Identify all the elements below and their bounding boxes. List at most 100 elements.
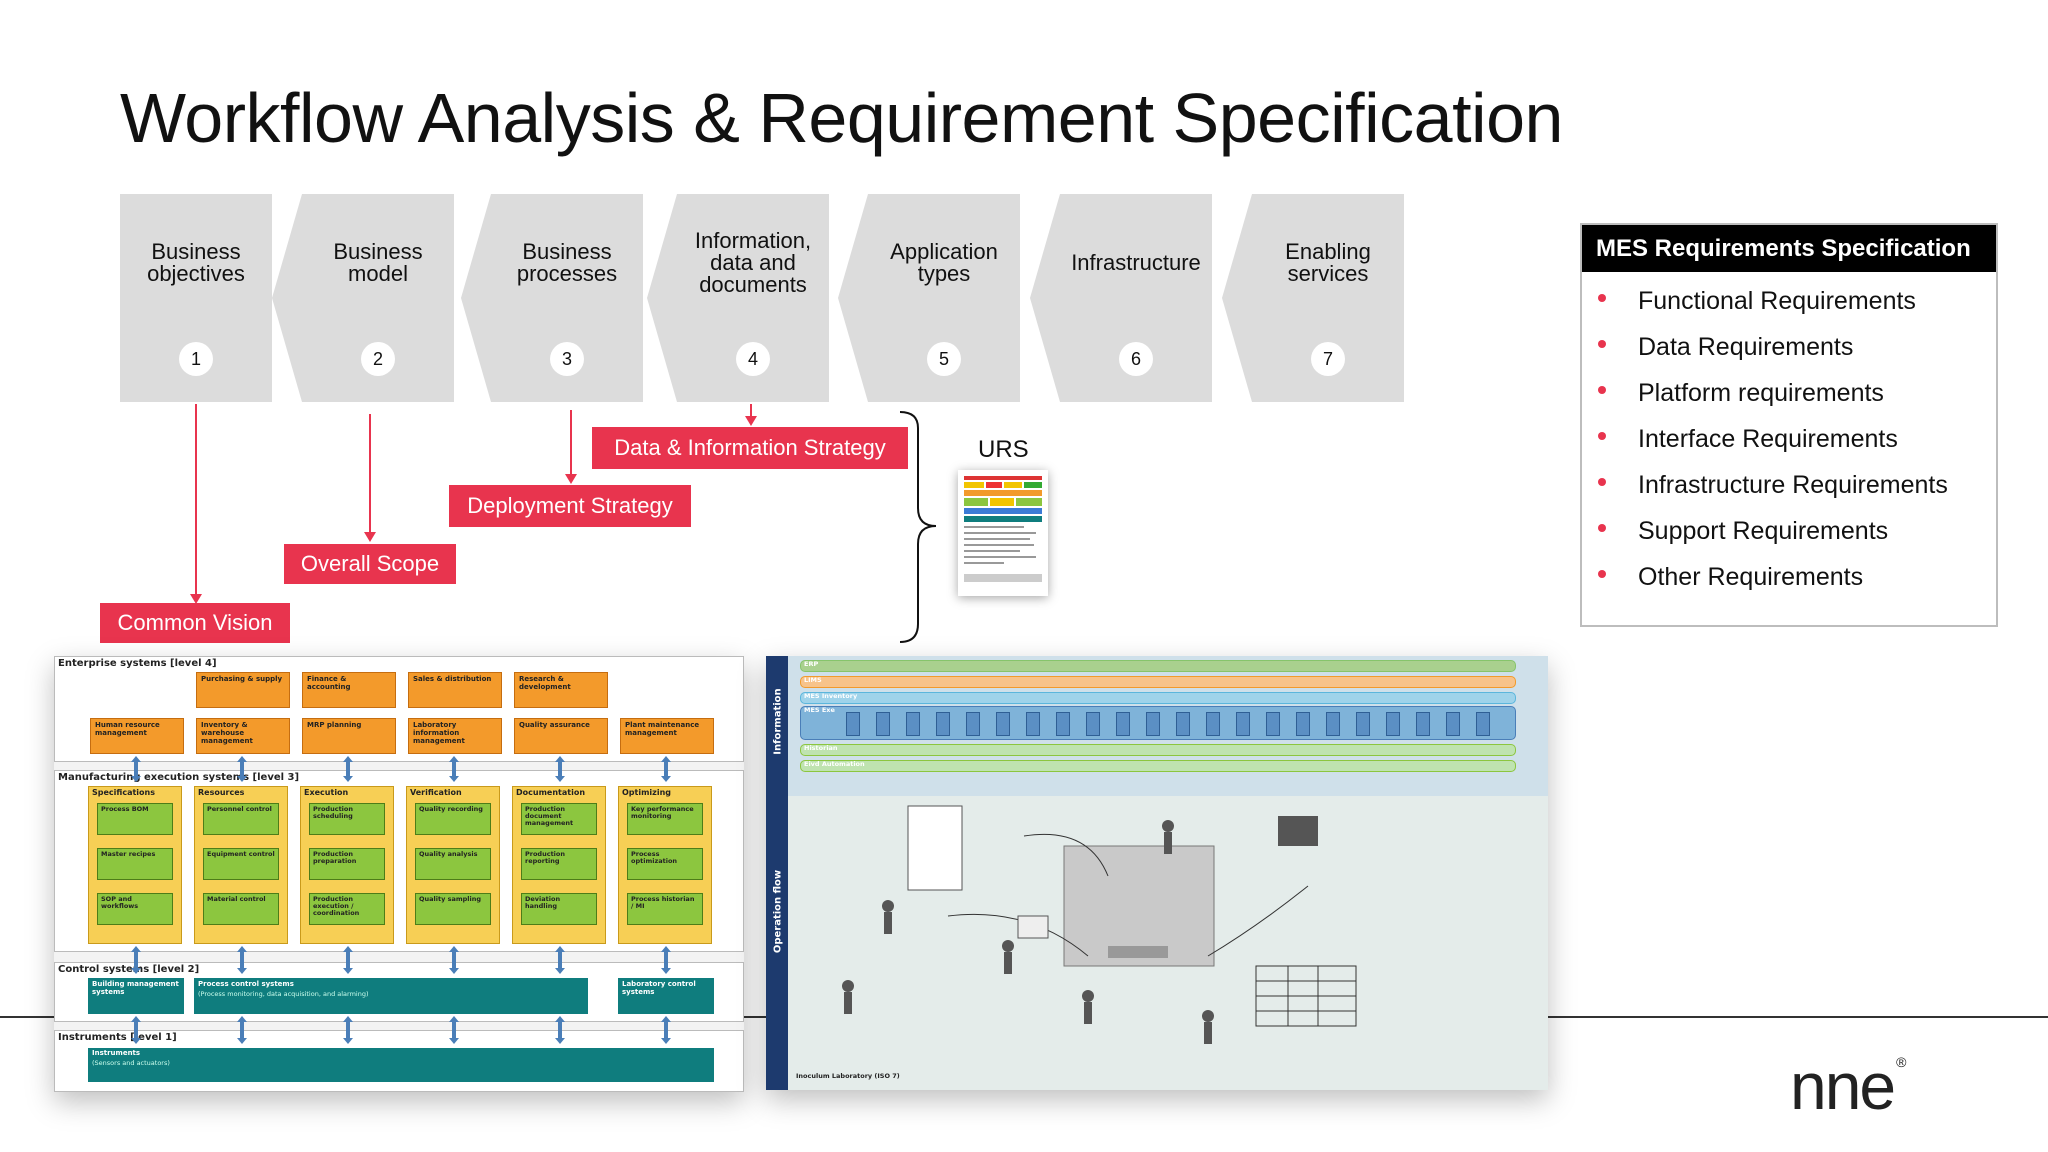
flow-batch-segment <box>1116 712 1130 736</box>
double-arrow-icon <box>555 946 565 974</box>
isa95-box-label: Personnel control <box>207 805 272 813</box>
flow-floor-plan <box>788 796 1548 1090</box>
isa95-level2-box: Laboratory control systems <box>618 978 714 1014</box>
double-arrow-icon <box>449 946 459 974</box>
flow-row-label: LIMS <box>804 676 822 684</box>
mes-requirement-label: Functional Requirements <box>1638 286 1916 315</box>
isa95-box-label: Purchasing & supply <box>201 675 283 683</box>
isa95-level2-box: Building management systems <box>88 978 184 1014</box>
double-arrow-icon <box>343 756 353 782</box>
mes-requirements-panel: MES Requirements Specification Functiona… <box>1580 223 1998 627</box>
flow-batch-segment <box>1296 712 1310 736</box>
isa95-box-label: Equipment control <box>207 850 275 858</box>
process-step-number: 2 <box>361 342 395 376</box>
mes-requirement-item: Platform requirements <box>1582 370 1996 416</box>
process-step-number: 7 <box>1311 342 1345 376</box>
isa95-function-box: Equipment control <box>203 848 279 880</box>
isa95-level2-box: Process control systems(Process monitori… <box>194 978 588 1014</box>
isa95-box-label: MRP planning <box>307 721 362 729</box>
nne-logo: nne® <box>1790 1049 1907 1123</box>
flow-row-label: ERP <box>804 660 819 668</box>
process-step-chevron-tip <box>1030 194 1060 402</box>
flow-row-label: Historian <box>804 744 838 752</box>
flow-system-row <box>800 692 1516 704</box>
common-vision-label: Common Vision <box>100 603 290 643</box>
process-step-chevron-tip <box>272 194 302 402</box>
isa95-function-box: Material control <box>203 893 279 925</box>
process-step-2: Business model 2 <box>302 194 454 402</box>
isa95-box-label: Deviation handling <box>525 895 561 910</box>
isa95-box-label: Production preparation <box>313 850 357 865</box>
isa95-box-label: Quality sampling <box>419 895 482 903</box>
connector-line <box>195 404 197 596</box>
bullet-icon <box>1598 294 1606 302</box>
isa95-level1-box: Instruments(Sensors and actuators) <box>88 1048 714 1082</box>
isa95-function-box: Process optimization <box>627 848 703 880</box>
isa95-level4-box: Inventory & warehouse management <box>196 718 290 754</box>
process-step-number: 3 <box>550 342 584 376</box>
flow-footer-label: Inoculum Laboratory (ISO 7) <box>796 1072 900 1080</box>
isa95-box-label: Sales & distribution <box>413 675 492 683</box>
double-arrow-icon <box>555 1016 565 1044</box>
isa95-box-label: Key performance monitoring <box>631 805 694 820</box>
mes-requirement-label: Data Requirements <box>1638 332 1854 361</box>
flow-system-row <box>800 744 1516 756</box>
connector-line <box>570 410 572 476</box>
isa95-level4-box: Laboratory information management <box>408 718 502 754</box>
process-step-label: Information, data and documents <box>694 228 812 297</box>
process-step-label: Infrastructure <box>1071 250 1201 275</box>
double-arrow-icon <box>661 756 671 782</box>
flow-batch-segment <box>1356 712 1370 736</box>
flow-side-label-operation: Operation flow <box>772 869 784 954</box>
urs-document-thumbnail <box>958 470 1048 596</box>
isa95-box-label: Quality assurance <box>519 721 590 729</box>
double-arrow-icon <box>237 946 247 974</box>
process-step-label: Application types <box>890 239 998 286</box>
isa95-box-label: Laboratory information management <box>413 721 465 745</box>
isa95-function-box: Quality sampling <box>415 893 491 925</box>
isa95-function-box: Master recipes <box>97 848 173 880</box>
isa95-function-box: Quality recording <box>415 803 491 835</box>
connector-arrowhead <box>364 532 376 542</box>
isa95-level4-box: MRP planning <box>302 718 396 754</box>
isa95-box-label: Process historian / MI <box>631 895 695 910</box>
isa95-level4-box: Purchasing & supply <box>196 672 290 708</box>
flow-side-bar <box>766 656 788 1090</box>
isa95-level4-box: Plant maintenance management <box>620 718 714 754</box>
isa95-column-header: Execution <box>304 788 349 797</box>
isa95-function-box: Production execution / coordination <box>309 893 385 925</box>
isa95-function-box: Production scheduling <box>309 803 385 835</box>
isa95-box-label: Production scheduling <box>313 805 353 820</box>
isa95-box-label: Process optimization <box>631 850 678 865</box>
isa95-box-label: Instruments <box>92 1049 141 1057</box>
double-arrow-icon <box>343 946 353 974</box>
mes-requirements-heading: MES Requirements Specification <box>1582 225 1996 272</box>
urs-label: URS <box>978 436 1029 463</box>
overall-scope-label: Overall Scope <box>284 544 456 584</box>
double-arrow-icon <box>237 756 247 782</box>
process-step-number: 4 <box>736 342 770 376</box>
isa95-function-box: SOP and workflows <box>97 893 173 925</box>
isa95-level4-box: Quality assurance <box>514 718 608 754</box>
process-step-chevron-tip <box>647 194 677 402</box>
flow-side-label-information: Information <box>772 688 784 755</box>
isa95-level4-title: Enterprise systems [level 4] <box>58 658 217 669</box>
divider-line <box>0 1016 54 1018</box>
isa95-level4-box: Research & development <box>514 672 608 708</box>
isa95-level3-title: Manufacturing execution systems [level 3… <box>58 772 300 783</box>
isa95-box-label: Finance & accounting <box>307 675 351 691</box>
divider-line <box>744 1016 772 1018</box>
process-step-4: Information, data and documents 4 <box>677 194 829 402</box>
process-step-label: Business model <box>333 239 423 286</box>
isa95-box-label: Research & development <box>519 675 571 691</box>
isa95-box-label: Material control <box>207 895 266 903</box>
isa95-box-label: Laboratory control systems <box>622 980 696 996</box>
double-arrow-icon <box>555 756 565 782</box>
flow-batch-segment <box>1236 712 1250 736</box>
